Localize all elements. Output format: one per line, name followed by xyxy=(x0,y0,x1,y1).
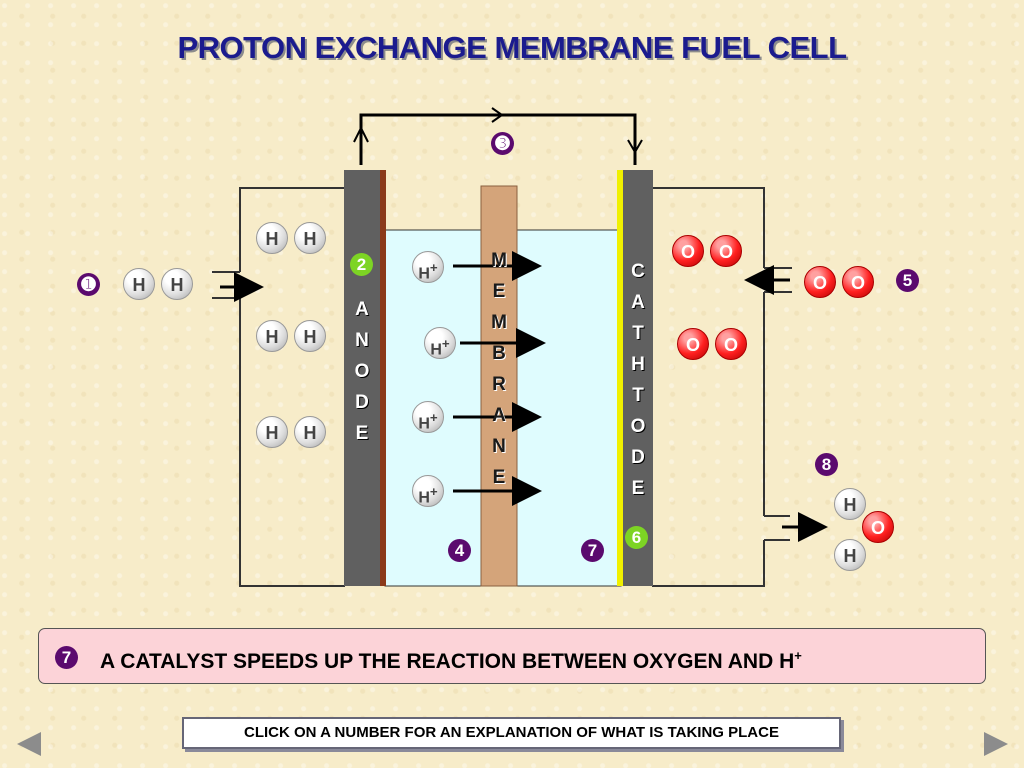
cathode-catalyst xyxy=(617,170,623,586)
hydrogen-atom: H xyxy=(161,268,193,300)
cathode-electrode xyxy=(623,170,653,586)
flow-arrows xyxy=(220,251,828,542)
hydrogen-atom: H xyxy=(256,416,288,448)
step-5-button[interactable]: 5 xyxy=(896,269,919,292)
explanation-text: A CATALYST SPEEDS UP THE REACTION BETWEE… xyxy=(100,648,802,673)
anode-electrode xyxy=(344,170,380,586)
oxygen-atom: O xyxy=(804,266,836,298)
instruction-banner: CLICK ON A NUMBER FOR AN EXPLANATION OF … xyxy=(182,717,841,749)
hydrogen-ion: H+ xyxy=(424,327,456,359)
next-slide-button[interactable] xyxy=(984,732,1008,756)
step-1-button[interactable]: ➊ xyxy=(77,273,100,296)
hydrogen-ion: H+ xyxy=(412,251,444,283)
step-4-button[interactable]: 4 xyxy=(448,539,471,562)
anode-label: A N O D E xyxy=(354,299,370,444)
oxygen-atom: O xyxy=(715,328,747,360)
explanation-box xyxy=(38,628,986,684)
hydrogen-atom: H xyxy=(294,222,326,254)
step-7-button[interactable]: 7 xyxy=(581,539,604,562)
hydrogen-atom: H xyxy=(256,320,288,352)
hydrogen-atom: H xyxy=(294,416,326,448)
explanation-step-number: 7 xyxy=(55,646,78,669)
external-circuit-wire xyxy=(353,107,643,165)
water-hydrogen-atom: H xyxy=(834,488,866,520)
hydrogen-ion: H+ xyxy=(412,475,444,507)
step-2-button[interactable]: 2 xyxy=(350,253,373,276)
oxygen-atom: O xyxy=(710,235,742,267)
oxygen-atom: O xyxy=(672,235,704,267)
step-6-button[interactable]: 6 xyxy=(625,526,648,549)
previous-slide-button[interactable] xyxy=(17,732,41,756)
oxygen-atom: O xyxy=(677,328,709,360)
cathode-label: C A T H T O D E xyxy=(630,261,646,499)
hydrogen-ion: H+ xyxy=(412,401,444,433)
hydrogen-atom: H xyxy=(123,268,155,300)
water-oxygen-atom: O xyxy=(862,511,894,543)
membrane-label: M E M B R A N E xyxy=(491,250,507,488)
hydrogen-atom: H xyxy=(256,222,288,254)
hydrogen-atom: H xyxy=(294,320,326,352)
page-title: PROTON EXCHANGE MEMBRANE FUEL CELL xyxy=(177,30,847,65)
step-3-button[interactable]: ➌ xyxy=(491,132,514,155)
oxygen-atom: O xyxy=(842,266,874,298)
membrane xyxy=(480,185,518,587)
water-hydrogen-atom: H xyxy=(834,539,866,571)
step-8-button[interactable]: 8 xyxy=(815,453,838,476)
anode-catalyst xyxy=(380,170,386,586)
